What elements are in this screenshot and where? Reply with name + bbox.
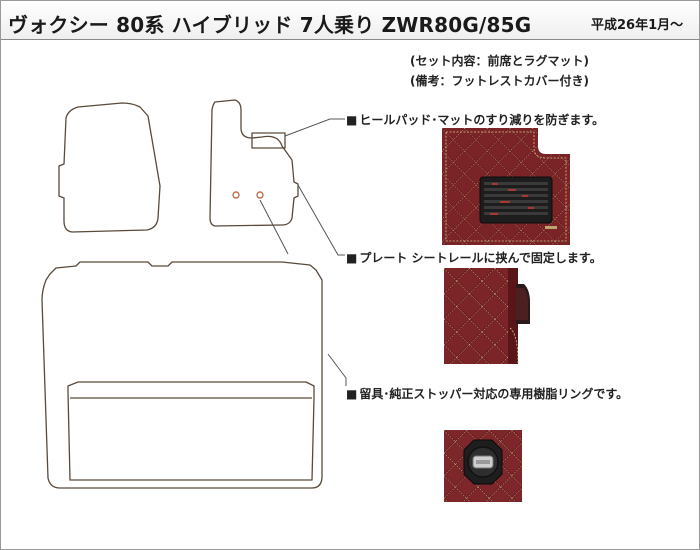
- set-contents-note: (セット内容：前席とラグマット): [410, 54, 589, 68]
- leader-line-ring-2: [327, 353, 347, 386]
- feature-bullet: ■: [346, 387, 358, 401]
- leader-line-heel-pad: [284, 118, 345, 137]
- leader-line-plate: [297, 184, 345, 256]
- product-title: ヴォクシー 80系 ハイブリッド 7人乗り ZWR80G/85G: [8, 13, 532, 37]
- passenger-front-mat: [58, 102, 161, 233]
- fastener-rings: [232, 191, 264, 199]
- leader-line-ring: [259, 199, 289, 255]
- feature-ring: ■留具･純正ストッパー対応の専用樹脂リングです。: [346, 385, 628, 402]
- fastener-ring-right: [256, 191, 264, 199]
- feature-bullet: ■: [346, 251, 358, 265]
- feature-heel-pad: ■ヒールパッド･マットのすり減りを防ぎます。: [346, 111, 604, 128]
- feature-text: 留具･純正ストッパー対応の専用樹脂リングです。: [359, 387, 629, 401]
- remarks-note: (備考：フットレストカバー付き): [410, 74, 589, 88]
- model-date: 平成26年1月～: [591, 18, 684, 33]
- fastener-ring-left: [232, 191, 240, 199]
- title-bar: ヴォクシー 80系 ハイブリッド 7人乗り ZWR80G/85G 平成26年1月…: [1, 1, 699, 40]
- feature-text: ヒールパッド･マットのすり減りを防ぎます。: [359, 113, 605, 127]
- driver-front-mat: [209, 99, 299, 227]
- heel-pad-outline: [251, 132, 286, 149]
- rear-mat: [41, 261, 323, 489]
- feature-plate: ■プレート シートレールに挟んで固定します。: [346, 249, 602, 266]
- ring-photo: [444, 430, 522, 502]
- feature-bullet: ■: [346, 113, 358, 127]
- plate-photo: [444, 268, 534, 364]
- rear-mat-lower-panel: [67, 381, 315, 481]
- feature-text: プレート シートレールに挟んで固定します。: [359, 251, 602, 265]
- heel-pad-photo: [442, 128, 570, 245]
